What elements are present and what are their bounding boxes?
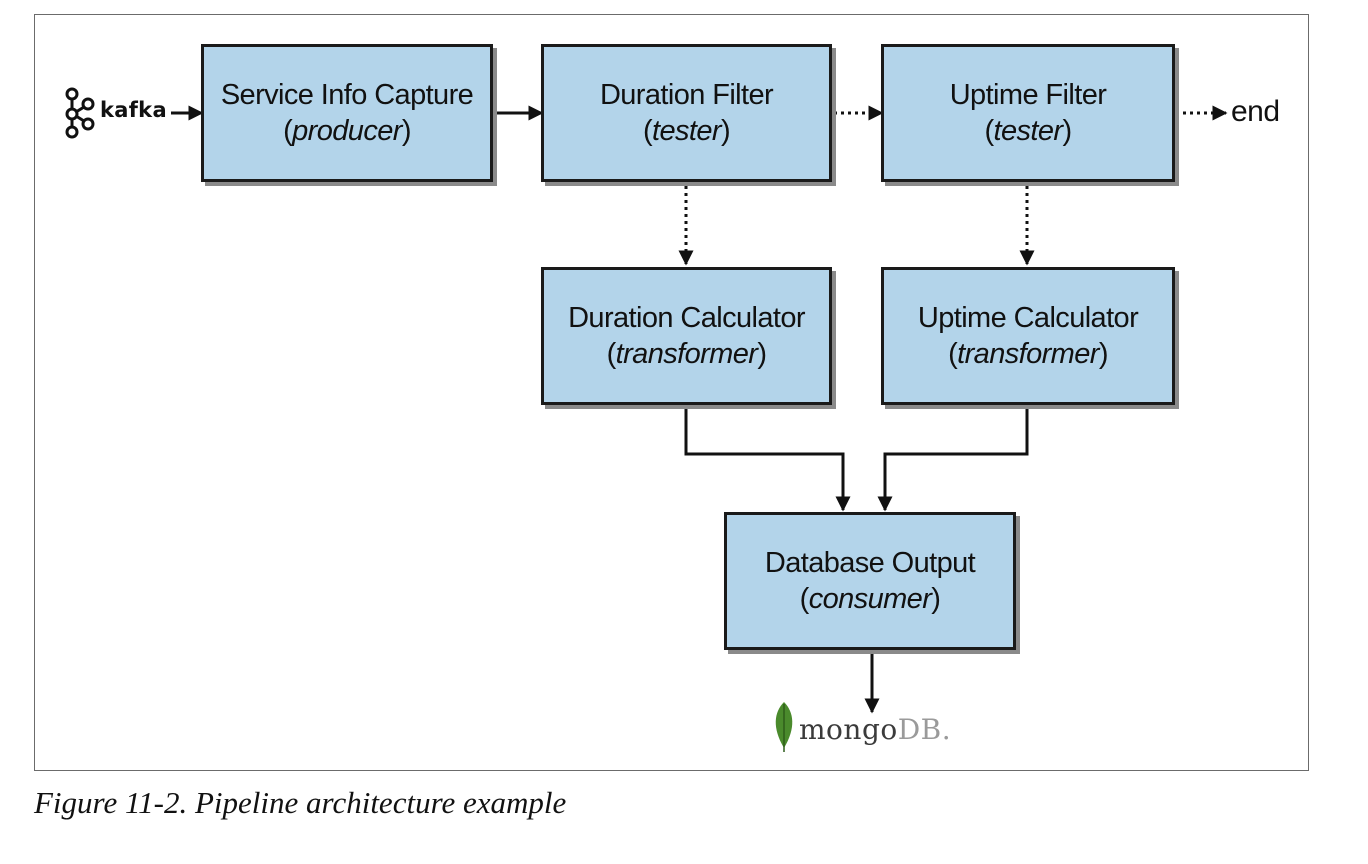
arrow-duration-calculator-to-database-output <box>684 408 851 512</box>
mongodb-label-part2: DB. <box>897 713 952 746</box>
mongodb-label: mongoDB. <box>799 713 951 746</box>
node-role: (transformer) <box>606 338 767 370</box>
mongodb-leaf-icon <box>775 702 793 752</box>
node-name: Service Info Capture <box>220 79 474 111</box>
node-role: (tester) <box>642 115 731 147</box>
uptime-filter-box: Uptime Filter (tester) <box>881 44 1175 182</box>
kafka-label: kafka <box>100 98 167 122</box>
kafka-logo-icon <box>65 87 95 139</box>
uptime-calculator-box: Uptime Calculator (transformer) <box>881 267 1175 405</box>
node-role: (consumer) <box>799 583 941 615</box>
node-name: Duration Calculator <box>568 302 805 334</box>
duration-calculator-box: Duration Calculator (transformer) <box>541 267 832 405</box>
duration-filter-box: Duration Filter (tester) <box>541 44 832 182</box>
arrow-uptime-calculator-to-database-output <box>877 408 1029 512</box>
node-role: (producer) <box>283 115 411 147</box>
service-info-capture-box: Service Info Capture (producer) <box>201 44 493 182</box>
node-name: Uptime Filter <box>949 79 1107 111</box>
mongodb-label-part1: mongo <box>799 713 898 746</box>
node-role: (transformer) <box>948 338 1108 370</box>
end-label: end <box>1231 95 1280 128</box>
database-output-box: Database Output (consumer) <box>724 512 1016 650</box>
node-role: (tester) <box>984 115 1072 147</box>
figure-caption: Figure 11-2. Pipeline architecture examp… <box>34 785 567 820</box>
figure-frame <box>34 14 1309 771</box>
node-name: Uptime Calculator <box>917 302 1139 334</box>
node-name: Database Output <box>764 547 976 579</box>
node-name: Duration Filter <box>599 79 774 111</box>
